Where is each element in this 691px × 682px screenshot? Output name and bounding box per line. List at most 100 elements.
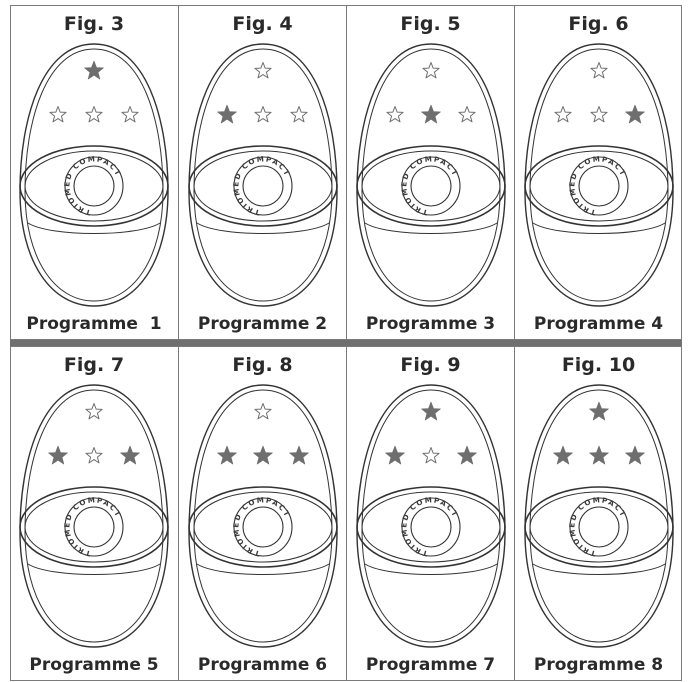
figure-cell: Fig. 6 TRIOMED COMPACT Programme 4 [514,5,682,340]
device-inner-shell [193,48,333,302]
programme-label: Programme 1 [26,314,162,334]
remote-control-illustration: TRIOMED COMPACT [188,43,338,307]
star-outline-icon-middle [254,106,272,123]
star-outline-icon-top [590,62,608,79]
star-filled-icon-right [457,445,477,465]
star-outline-icon-top [422,62,440,79]
control-band-outer [188,486,338,568]
figure-number-label: Fig. 8 [232,354,293,376]
control-band-inner [193,150,333,222]
star-outline-icon-middle [85,106,103,123]
lower-panel-line [364,563,498,575]
control-band-outer [524,486,674,568]
remote-control-illustration: TRIOMED COMPACT [524,384,674,648]
figure-number-label: Fig. 9 [400,354,461,376]
dial-button [242,165,284,207]
dial-button [242,506,284,548]
control-band-inner [529,150,669,222]
star-filled-icon-right [289,445,309,465]
programme-label: Programme 3 [365,314,496,334]
programme-label: Programme 2 [197,314,328,334]
lower-panel-line [532,563,666,575]
lower-panel-line [27,222,161,234]
control-band-inner [361,491,501,563]
star-filled-icon-middle [253,445,273,465]
control-band-outer [19,486,169,568]
device-inner-shell [529,48,669,302]
programme-label: Programme 6 [197,655,328,675]
control-band-inner [529,491,669,563]
star-filled-icon-left [217,445,237,465]
star-outline-icon-middle [85,447,103,464]
device-outer-shell [356,43,506,307]
programme-label: Programme 4 [533,314,664,334]
control-band-inner [24,491,164,563]
remote-control-illustration: TRIOMED COMPACT [524,43,674,307]
star-filled-icon-right [625,445,645,465]
device-outer-shell [524,43,674,307]
dial-button [410,165,452,207]
device-inner-shell [24,389,164,643]
figure-number-label: Fig. 4 [232,13,293,35]
star-outline-icon-left [554,106,572,123]
figure-cell: Fig. 9 TRIOMED COMPACT Programme 7 [346,346,514,681]
control-band-inner [361,150,501,222]
figure-number-label: Fig. 3 [63,13,125,35]
star-filled-icon-top [421,401,441,421]
remote-control-illustration: TRIOMED COMPACT [356,384,506,648]
star-filled-icon-left [48,445,68,465]
device-inner-shell [529,389,669,643]
figure-cell: Fig. 10 TRIOMED COMPACT Programme 8 [514,346,682,681]
star-outline-icon-top [254,62,272,79]
programme-label: Programme 5 [29,655,159,675]
figure-number-label: Fig. 10 [561,354,636,376]
figure-number-label: Fig. 6 [568,13,629,35]
dial-button [73,506,115,548]
star-filled-icon-top [84,60,104,80]
control-band-outer [19,145,169,227]
star-outline-icon-right [121,106,139,123]
star-filled-icon-left [553,445,573,465]
control-band-inner [24,150,164,222]
dial-button [578,506,620,548]
lower-panel-line [532,222,666,234]
device-inner-shell [24,48,164,302]
programme-label: Programme 8 [533,655,664,675]
device-inner-shell [193,389,333,643]
device-inner-shell [361,389,501,643]
star-filled-icon-left [217,104,237,124]
star-outline-icon-right [290,106,308,123]
lower-panel-line [27,563,161,575]
control-band-outer [356,486,506,568]
lower-panel-line [196,222,330,234]
row-separator [10,340,682,346]
lower-panel-line [196,563,330,575]
control-band-outer [188,145,338,227]
device-outer-shell [188,43,338,307]
device-outer-shell [524,384,674,648]
control-band-outer [524,145,674,227]
star-outline-icon-left [386,106,404,123]
star-filled-icon-left [385,445,405,465]
star-filled-icon-right [120,445,140,465]
dial-button [410,506,452,548]
control-band-outer [356,145,506,227]
star-outline-icon-left [49,106,67,123]
dial-button [73,165,115,207]
star-filled-icon-middle [421,104,441,124]
star-outline-icon-middle [590,106,608,123]
lower-panel-line [364,222,498,234]
remote-control-illustration: TRIOMED COMPACT [356,43,506,307]
remote-control-illustration: TRIOMED COMPACT [19,384,169,648]
device-inner-shell [361,48,501,302]
programme-label: Programme 7 [365,655,496,675]
star-outline-icon-middle [422,447,440,464]
star-outline-icon-right [458,106,476,123]
